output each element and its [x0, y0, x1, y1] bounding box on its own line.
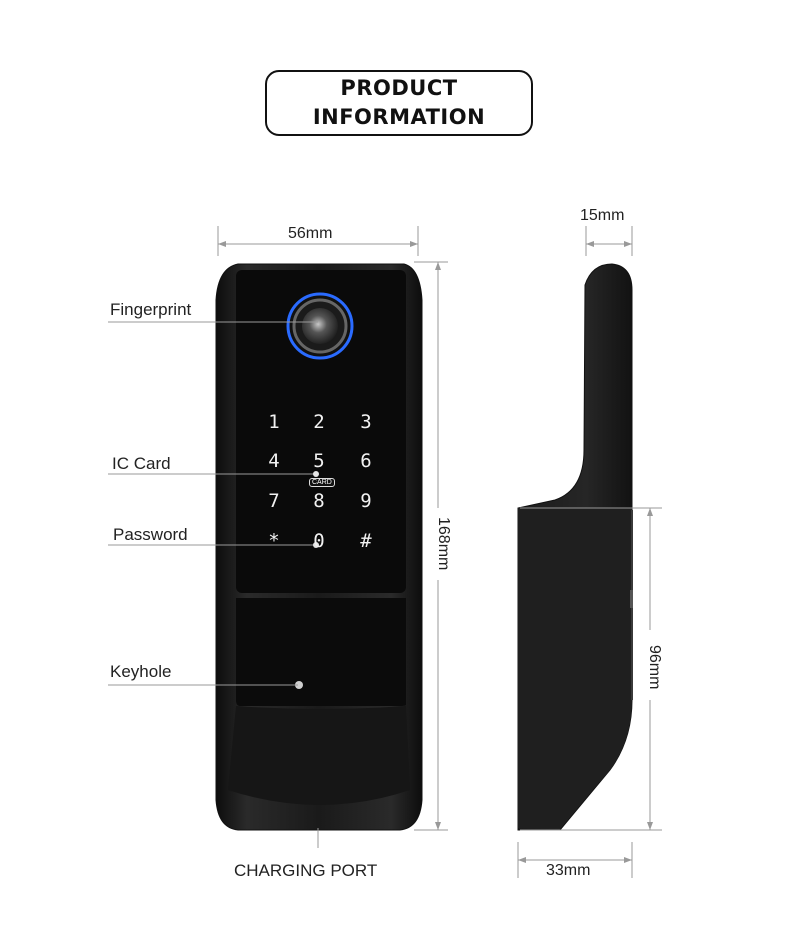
- keyhole-panel: [236, 598, 406, 706]
- ic-card-label: IC Card: [112, 454, 171, 473]
- key-1: 1: [268, 411, 280, 433]
- front-lower-curve: [228, 706, 410, 805]
- product-information-title: PRODUCT INFORMATION: [265, 70, 533, 136]
- keyhole-label: Keyhole: [110, 662, 172, 681]
- fingerprint-sensor: [302, 308, 338, 344]
- card-badge: CARD: [309, 478, 335, 487]
- key-8: 8: [313, 490, 325, 512]
- key-2: 2: [313, 411, 325, 433]
- front-height-label: 168mm: [435, 517, 452, 571]
- charging-port-label: CHARGING PORT: [234, 861, 378, 880]
- key-0: 0: [313, 530, 325, 552]
- key-9: 9: [360, 490, 372, 512]
- key-4: 4: [268, 450, 280, 472]
- dimension-arrows: [218, 241, 653, 863]
- side-lower-height-label: 96mm: [646, 645, 663, 690]
- key-5: 5: [313, 450, 325, 472]
- keypad-panel: [236, 270, 406, 593]
- keyhole-dot: [295, 681, 303, 689]
- password-label: Password: [113, 525, 188, 544]
- key-6: 6: [360, 450, 372, 472]
- key-7: 7: [268, 490, 280, 512]
- key-star: *: [268, 530, 280, 552]
- key-hash: #: [360, 530, 372, 552]
- side-bottom-depth-label: 33mm: [546, 862, 591, 879]
- title-line-2: INFORMATION: [312, 105, 486, 129]
- fingerprint-label: Fingerprint: [110, 300, 192, 319]
- side-top-depth-label: 15mm: [580, 207, 625, 224]
- side-lower-face: [518, 508, 632, 828]
- title-line-1: PRODUCT: [340, 76, 458, 100]
- front-width-label: 56mm: [288, 225, 333, 242]
- callout-dots: [313, 471, 319, 548]
- key-3: 3: [360, 411, 372, 433]
